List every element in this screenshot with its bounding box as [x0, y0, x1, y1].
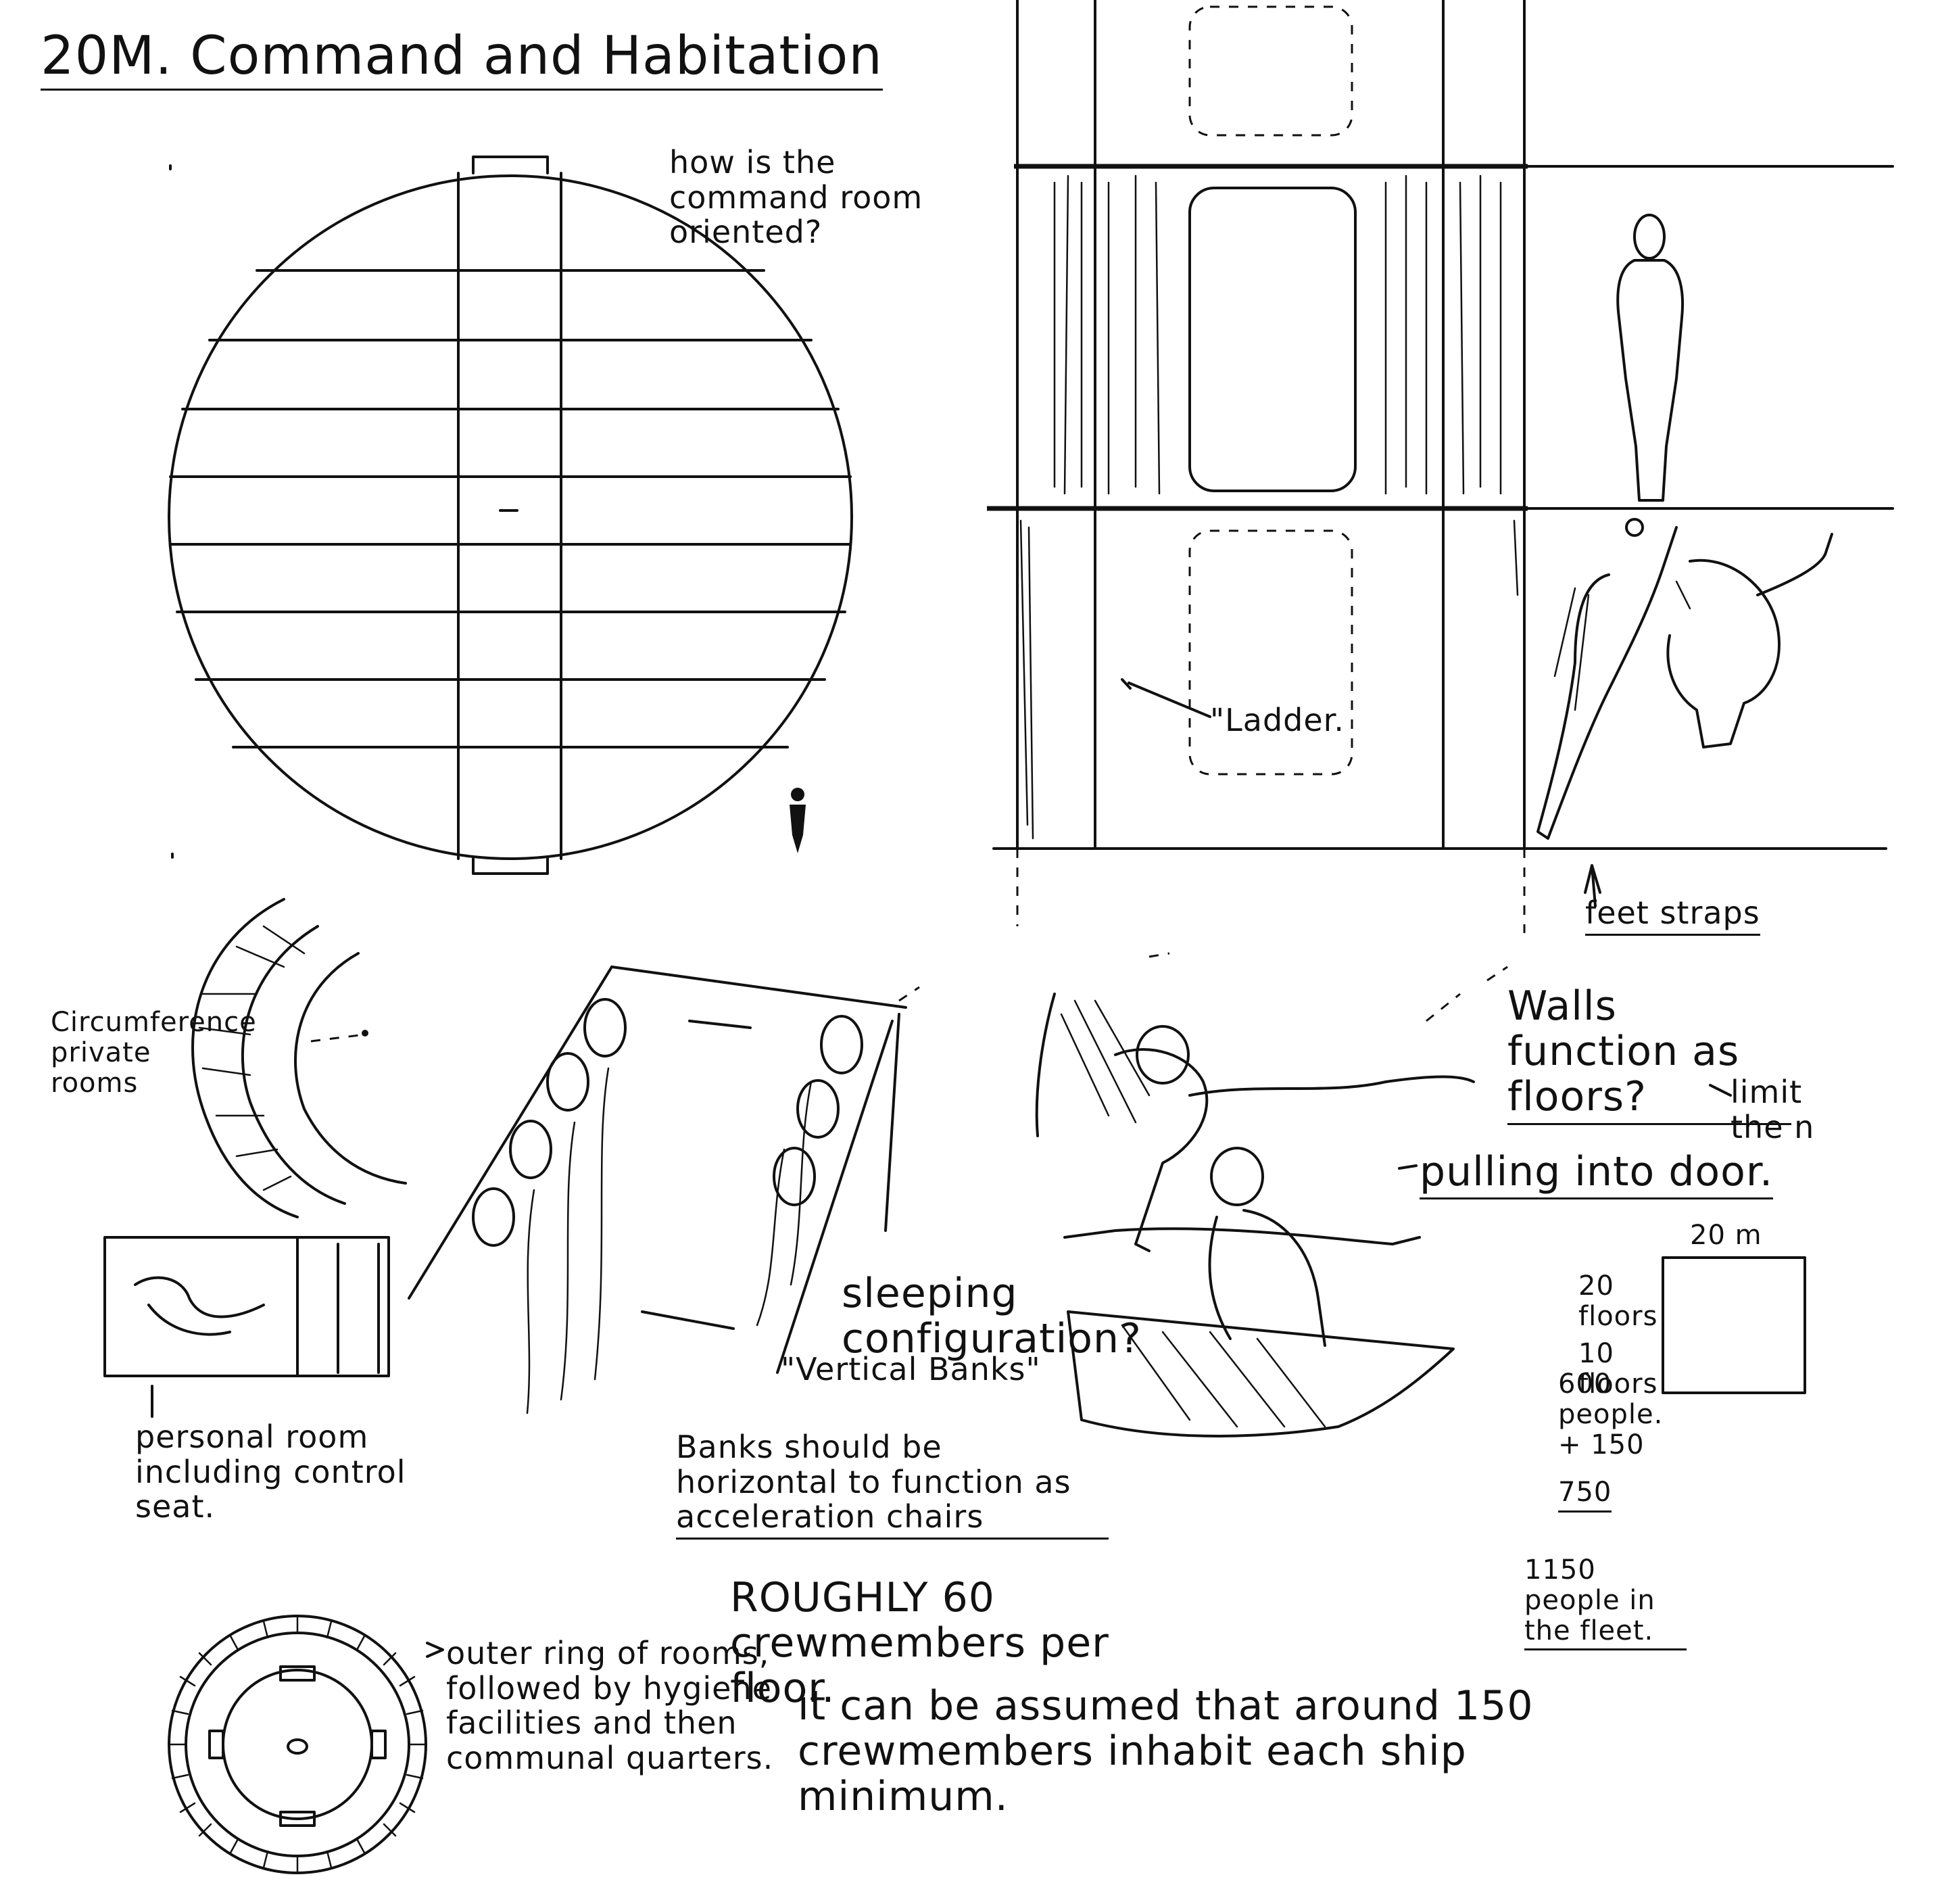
- note-limit: limit the n: [1731, 1074, 1815, 1145]
- note-dimension-width: 20 m: [1690, 1220, 1762, 1251]
- note-floor-count: 10 floors: [1578, 1338, 1658, 1400]
- command-section-circle: [168, 156, 853, 875]
- note-walls-as-floors: Walls function as floors?: [1507, 983, 1791, 1125]
- note-roughly-60-per-floor: ROUGHLY 60 crewmembers per floor.: [730, 1574, 1109, 1713]
- note-dimension-height: 20 floors: [1578, 1270, 1658, 1332]
- circumference-rooms-sketch: [191, 898, 407, 1218]
- personal-room-sketch: [103, 1236, 390, 1414]
- note-pulling-into-door: pulling into door.: [1420, 1149, 1774, 1200]
- note-feet-straps: feet straps: [1585, 895, 1760, 936]
- note-fleet-total: 1150 people in the fleet.: [1524, 1555, 1687, 1651]
- small-human-scale-icon: [790, 788, 806, 853]
- floating-crew-figures: [1536, 518, 1833, 840]
- note-people-count: 600 people. + 150: [1558, 1368, 1664, 1460]
- note-ladder: "Ladder.: [1210, 702, 1345, 738]
- note-sleeping-configuration: sleeping configuration?: [842, 1270, 1142, 1363]
- note-personal-room: personal room including control seat.: [135, 1419, 406, 1525]
- note-vertical-banks: "Vertical Banks": [781, 1351, 1041, 1387]
- walls-as-floors-sketch: [1035, 952, 1508, 1437]
- standing-human-silhouette: [1616, 214, 1685, 502]
- note-150-crewmembers: it can be assumed that around 150 crewme…: [798, 1682, 1534, 1821]
- floor-elevation: [987, 0, 1894, 933]
- note-circumference-rooms: Circumference private rooms: [51, 1007, 257, 1099]
- ring-plan-view: [168, 1615, 427, 1874]
- note-outer-ring-rooms: outer ring of rooms, followed by hygiene…: [446, 1635, 774, 1776]
- leader-arrows: [151, 678, 1732, 1658]
- dimension-box: [1662, 1256, 1806, 1394]
- sheet-title: 20M. Command and Habitation: [41, 26, 883, 91]
- note-total-count: 750: [1558, 1477, 1612, 1513]
- note-banks-horizontal: Banks should be horizontal to function a…: [676, 1429, 1109, 1540]
- sleeping-configuration-sketch: [408, 966, 920, 1414]
- note-command-room-orientation: how is the command room oriented?: [669, 144, 923, 251]
